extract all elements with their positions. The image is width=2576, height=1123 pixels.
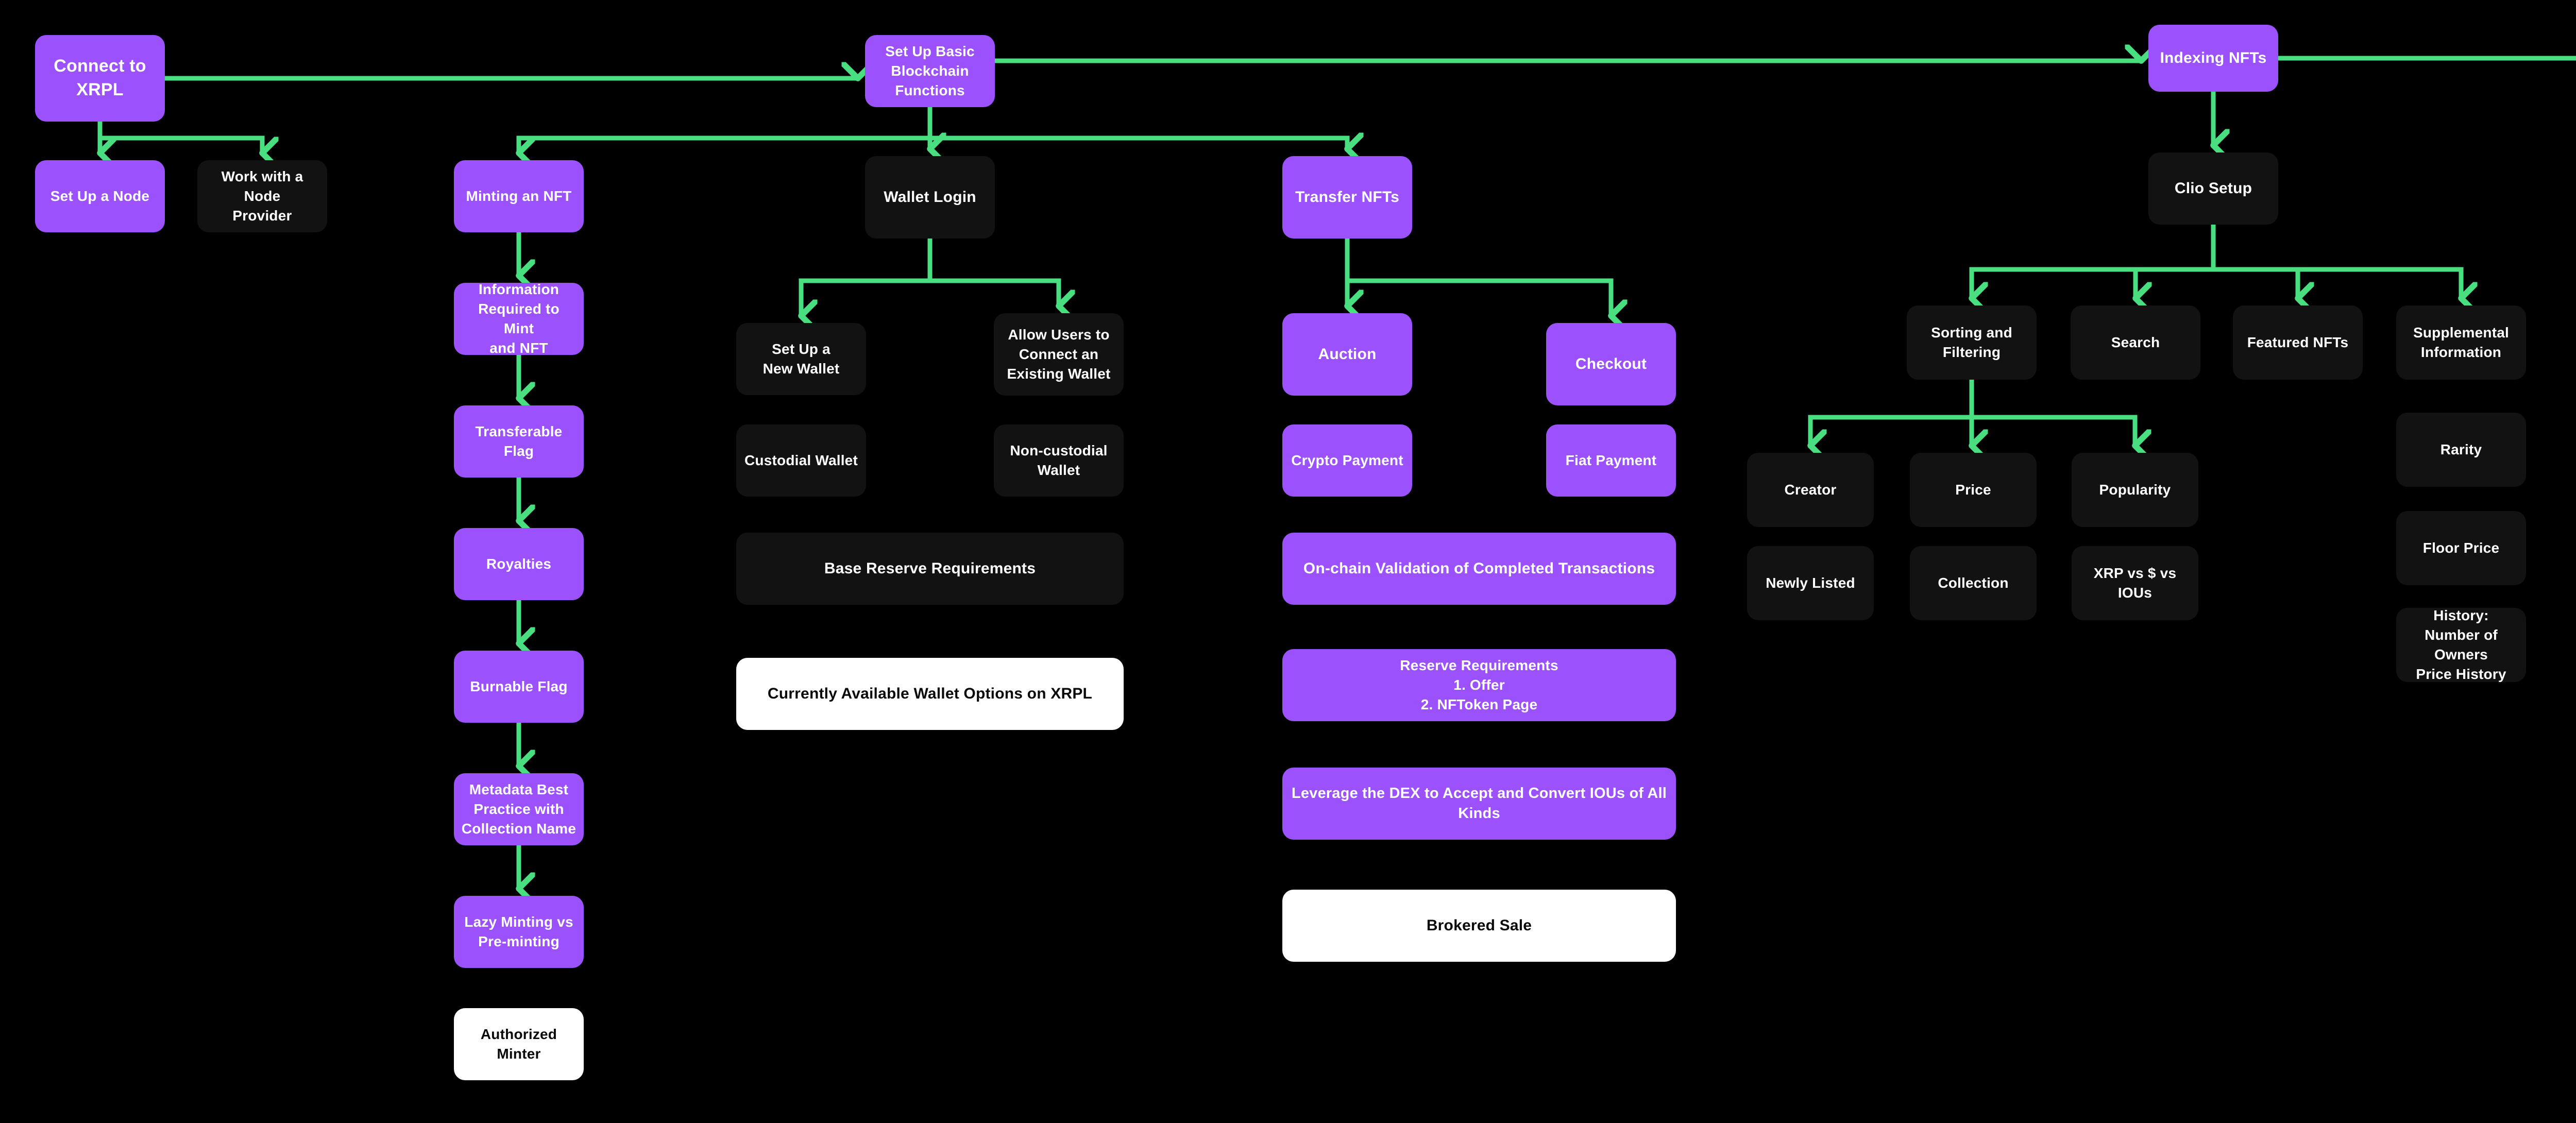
node-leverage_dex[interactable]: Leverage the DEX to Accept and Convert I… — [1282, 768, 1676, 840]
node-custodial_wallet[interactable]: Custodial Wallet — [736, 424, 866, 497]
node-lazy_minting[interactable]: Lazy Minting vs Pre-minting — [454, 896, 584, 968]
node-search[interactable]: Search — [2071, 305, 2200, 380]
node-wallet_login[interactable]: Wallet Login — [865, 156, 995, 239]
node-indexing_nfts[interactable]: Indexing NFTs — [2148, 25, 2278, 92]
node-set_up_new_wallet[interactable]: Set Up a New Wallet — [736, 323, 866, 395]
node-work_with_node_provider[interactable]: Work with a Node Provider — [197, 160, 327, 232]
node-crypto_payment[interactable]: Crypto Payment — [1282, 424, 1412, 497]
node-burnable_flag[interactable]: Burnable Flag — [454, 651, 584, 723]
node-reserve_requirements[interactable]: Reserve Requirements 1. Offer 2. NFToken… — [1282, 649, 1676, 721]
node-supplemental_info[interactable]: Supplemental Information — [2396, 305, 2526, 380]
node-sorting_and_filtering[interactable]: Sorting and Filtering — [1907, 305, 2037, 380]
node-popularity[interactable]: Popularity — [2072, 453, 2198, 527]
node-wallet_options_xrpl[interactable]: Currently Available Wallet Options on XR… — [736, 658, 1124, 730]
node-authorized_minter[interactable]: Authorized Minter — [454, 1008, 584, 1080]
node-royalties[interactable]: Royalties — [454, 528, 584, 600]
node-onchain_validation[interactable]: On-chain Validation of Completed Transac… — [1282, 533, 1676, 605]
node-checkout[interactable]: Checkout — [1546, 323, 1676, 405]
node-information_required[interactable]: Information Required to Mint and NFT — [454, 281, 584, 356]
node-fiat_payment[interactable]: Fiat Payment — [1546, 424, 1676, 497]
node-price[interactable]: Price — [1910, 453, 2037, 527]
node-set_up_basic_blockchain[interactable]: Set Up Basic Blockchain Functions — [865, 35, 995, 107]
node-newly_listed[interactable]: Newly Listed — [1747, 546, 1874, 620]
node-metadata_best_practice[interactable]: Metadata Best Practice with Collection N… — [454, 773, 584, 845]
node-base_reserve[interactable]: Base Reserve Requirements — [736, 533, 1124, 605]
node-auction[interactable]: Auction — [1282, 313, 1412, 396]
node-transferable_flag[interactable]: Transferable Flag — [454, 405, 584, 478]
node-connect_to_xrpl[interactable]: Connect to XRPL — [35, 35, 165, 122]
node-featured_nfts[interactable]: Featured NFTs — [2233, 305, 2363, 380]
node-clio_setup[interactable]: Clio Setup — [2148, 152, 2278, 225]
node-collection[interactable]: Collection — [1910, 546, 2037, 620]
node-creator[interactable]: Creator — [1747, 453, 1874, 527]
node-rarity[interactable]: Rarity — [2396, 413, 2526, 487]
node-xrp_vs_dollar_vs_ious[interactable]: XRP vs $ vs IOUs — [2072, 546, 2198, 620]
node-floor_price[interactable]: Floor Price — [2396, 511, 2526, 585]
node-history_owners_price[interactable]: History: Number of Owners Price History — [2396, 607, 2526, 682]
node-allow_connect_existing[interactable]: Allow Users to Connect an Existing Walle… — [994, 313, 1124, 396]
node-brokered_sale[interactable]: Brokered Sale — [1282, 890, 1676, 962]
node-minting_an_nft[interactable]: Minting an NFT — [454, 160, 584, 232]
node-transfer_nfts[interactable]: Transfer NFTs — [1282, 156, 1412, 239]
node-set_up_a_node[interactable]: Set Up a Node — [35, 160, 165, 232]
node-non_custodial_wallet[interactable]: Non-custodial Wallet — [994, 424, 1124, 497]
